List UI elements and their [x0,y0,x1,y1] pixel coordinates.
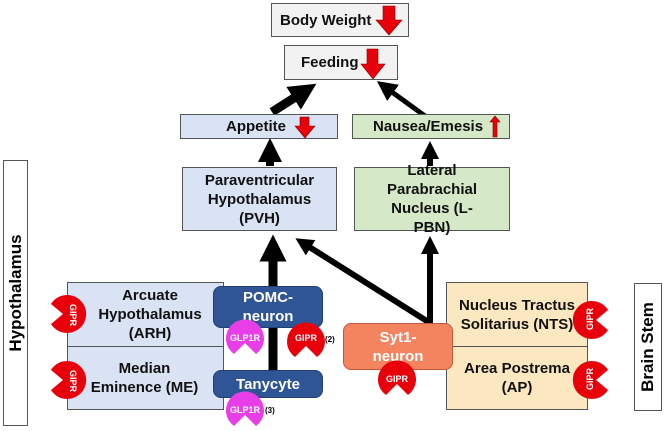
lpbn-box: Lateral Parabrachial Nucleus (L-PBN) [354,162,510,236]
ap-label: Area Postrema (AP) [464,360,570,396]
svg-text:GIPR: GIPR [386,374,409,384]
me-label: Median Eminence (ME) [90,360,199,396]
nts-box: Nucleus Tractus Solitarius (NTS) [446,282,588,347]
syt1-label: Syt1-neuron [372,328,424,365]
arrow-nausea-feeding [376,81,427,119]
nausea-label: Nausea/Emesis [373,118,484,135]
glp1r-receptor-pomc: GLP1R [226,319,264,354]
brain-stem-label-box: Brain Stem [634,283,662,411]
svg-text:GIPR: GIPR [585,307,595,330]
arrow-down-icon [360,48,386,80]
pvh-box: Paraventricular Hypothalamus (PVH) [182,167,337,231]
lpbn-label: Lateral Parabrachial Nucleus (L-PBN) [386,162,478,236]
svg-text:GLP1R: GLP1R [230,333,261,343]
svg-text:GIPR: GIPR [68,370,78,393]
gipr-receptor-arh: GIPR [51,295,87,333]
syt1-neuron: Syt1-neuron [343,323,453,370]
glp1r-receptor-tanycyte: GLP1R [226,391,264,426]
gipr-receptor-syt1: GIPR [378,360,416,395]
arrow-appetite-feeding [269,83,317,116]
ap-box: Area Postrema (AP) [446,346,588,410]
gipr-receptor-pomc: GIPR [287,322,325,357]
nts-label: Nucleus Tractus Solitarius (NTS) [459,296,575,333]
svg-text:GIPR: GIPR [585,367,595,390]
arrow-down-icon [375,5,403,36]
note-2: (2) [325,335,335,344]
arh-box: Arcuate Hypothalamus (ARH) [67,282,224,347]
note-3: (3) [265,406,275,415]
me-box: Median Eminence (ME) [67,346,224,410]
body-weight-label: Body Weight [280,11,372,29]
feeding-label: Feeding [301,54,359,71]
arrow-syt1-pvh [295,238,432,326]
arrow-down-icon [294,116,316,139]
gipr-receptor-me: GIPR [51,361,87,399]
arrow-up-icon [489,115,501,138]
arh-label: Arcuate Hypothalamus (ARH) [98,287,202,342]
gipr-receptor-ap: GIPR [572,361,608,399]
pvh-label: Paraventricular Hypothalamus (PVH) [204,171,315,227]
hypothalamus-label-box: Hypothalamus [3,160,28,426]
svg-text:GIPR: GIPR [68,304,78,327]
svg-text:GIPR: GIPR [295,333,318,343]
pomc-label: POMC-neuron [242,289,294,325]
feeding-box: Feeding [284,45,398,80]
tanycyte: Tanycyte [213,370,323,398]
gipr-receptor-nts: GIPR [572,301,608,339]
appetite-label: Appetite [226,118,286,135]
nausea-box: Nausea/Emesis [352,114,510,139]
tanycyte-label: Tanycyte [236,375,300,393]
pomc-neuron: POMC-neuron [213,286,323,328]
svg-text:GLP1R: GLP1R [230,405,261,415]
